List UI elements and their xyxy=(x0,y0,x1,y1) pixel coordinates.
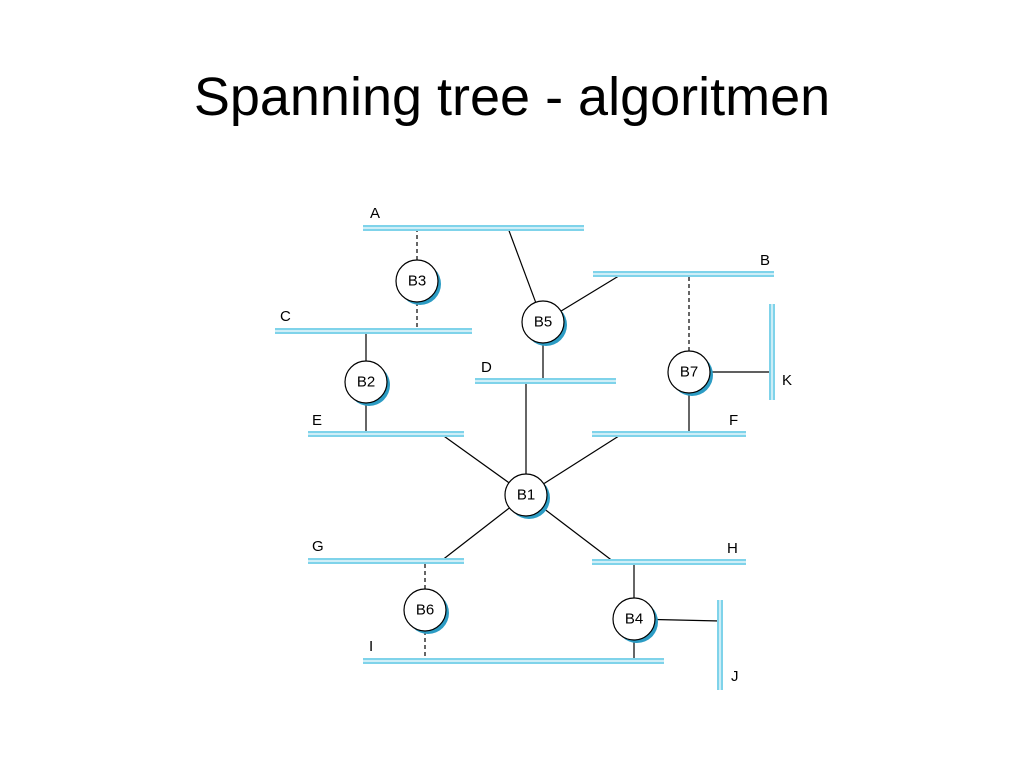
bridge-b6: B6 xyxy=(403,588,449,634)
lan-label: K xyxy=(782,372,792,389)
bridge-node xyxy=(344,360,388,404)
bridge-node xyxy=(395,259,439,303)
lan-a: A xyxy=(363,205,584,231)
lan-c: C xyxy=(275,308,472,334)
lan-label: D xyxy=(481,359,492,376)
lan-i: I xyxy=(363,638,664,664)
lan-label: C xyxy=(280,308,291,325)
lan-label: I xyxy=(369,638,373,655)
bridge-label: B6 xyxy=(416,602,434,619)
slide-title: Spanning tree - algoritmen xyxy=(193,67,831,127)
bridge-label: B4 xyxy=(625,611,643,628)
lan-label: J xyxy=(731,668,739,685)
lan-d: D xyxy=(475,359,616,384)
lan-label: B xyxy=(760,252,770,269)
lan-h: H xyxy=(592,540,746,565)
links-layer xyxy=(365,227,772,661)
bridge-b7: B7 xyxy=(667,350,713,396)
lan-g: G xyxy=(308,538,464,564)
bridge-label: B5 xyxy=(534,314,552,331)
bridge-label: B2 xyxy=(357,374,375,391)
bridge-b3: B3 xyxy=(395,259,441,305)
lan-label: G xyxy=(312,538,324,555)
link-b5-b xyxy=(560,273,623,312)
link-b5-a xyxy=(507,227,537,303)
bridge-node xyxy=(667,350,711,394)
bridge-node xyxy=(612,597,656,641)
bridge-b1: B1 xyxy=(504,473,550,519)
lan-f: F xyxy=(592,412,746,437)
bridge-label: B7 xyxy=(680,364,698,381)
lan-b: B xyxy=(593,252,774,277)
lan-k: K xyxy=(769,304,792,400)
bridge-label: B1 xyxy=(517,487,535,504)
bridge-b4: B4 xyxy=(612,597,658,643)
lan-label: E xyxy=(312,412,322,429)
lan-label: F xyxy=(729,412,738,429)
link-b1-e xyxy=(440,433,510,484)
lan-e: E xyxy=(308,412,464,437)
bridge-label: B3 xyxy=(408,273,426,290)
lan-label: H xyxy=(727,540,738,557)
link-b1-f xyxy=(543,433,623,485)
link-b4-j xyxy=(654,618,721,622)
lan-label: A xyxy=(370,205,380,222)
link-b1-g xyxy=(440,507,510,562)
bridge-node xyxy=(403,588,447,632)
lans-layer: A B C D E F G H I J K xyxy=(275,205,792,690)
bridge-node xyxy=(504,473,548,517)
bridge-b5: B5 xyxy=(521,300,567,346)
link-b1-h xyxy=(542,507,615,563)
bridge-node xyxy=(521,300,565,344)
bridge-b2: B2 xyxy=(344,360,390,406)
lan-j: J xyxy=(717,600,739,690)
